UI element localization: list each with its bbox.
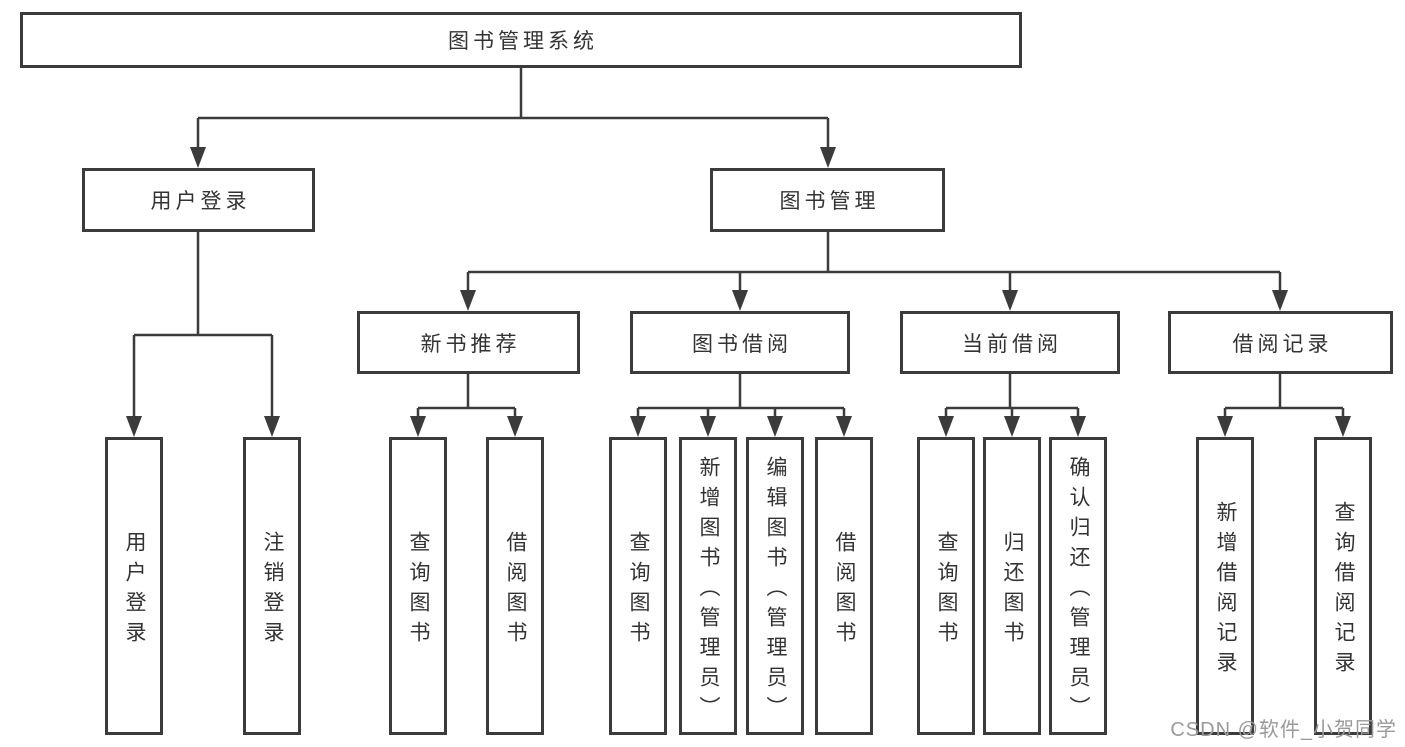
leaf-query-books-recommend: 查询图书: [389, 437, 447, 735]
leaf-return-books: 归还图书: [983, 437, 1041, 735]
leaf-query-borrow-record: 查询借阅记录: [1314, 437, 1372, 735]
node-new-book-recommend: 新书推荐: [357, 311, 580, 374]
node-borrow-records: 借阅记录: [1168, 311, 1393, 374]
node-user-login: 用户登录: [82, 168, 315, 232]
arrowheads: [126, 147, 1351, 437]
leaf-borrow-books-recommend: 借阅图书: [486, 437, 544, 735]
leaf-add-borrow-record: 新增借阅记录: [1196, 437, 1254, 735]
csdn-watermark: CSDN @软件_小贺同学: [1170, 719, 1397, 741]
leaf-add-book-admin: 新增图书（管理员）: [679, 437, 737, 735]
leaf-query-books-borrow: 查询图书: [609, 437, 667, 735]
node-root-system: 图书管理系统: [20, 12, 1022, 68]
node-book-management: 图书管理: [710, 168, 945, 232]
leaf-user-login: 用户登录: [105, 437, 163, 735]
leaf-confirm-return-admin: 确认归还（管理员）: [1049, 437, 1107, 735]
leaf-edit-book-admin: 编辑图书（管理员）: [746, 437, 804, 735]
leaf-query-books-current: 查询图书: [917, 437, 975, 735]
node-book-borrow: 图书借阅: [630, 311, 850, 374]
leaf-borrow-books: 借阅图书: [815, 437, 873, 735]
node-current-borrow: 当前借阅: [900, 311, 1120, 374]
leaf-logout: 注销登录: [243, 437, 301, 735]
